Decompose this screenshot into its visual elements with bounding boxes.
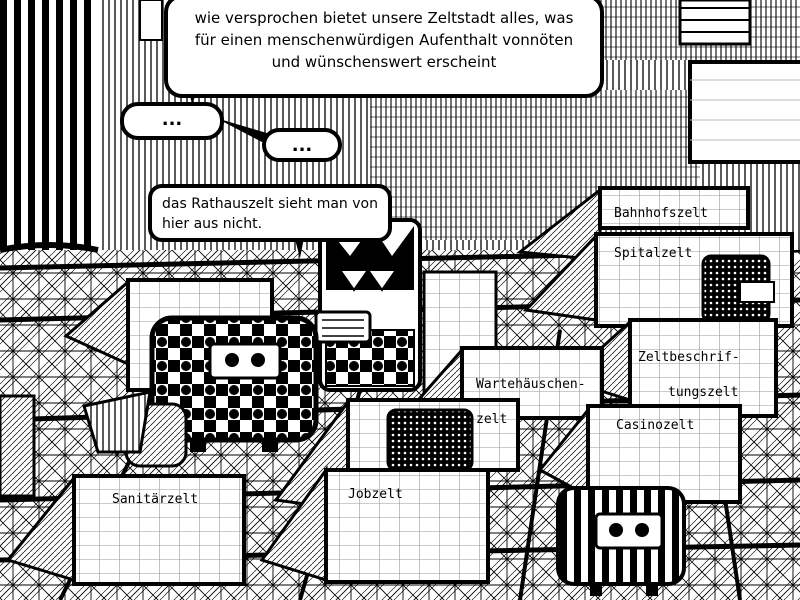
speech-main-line-1: wie versprochen bietet unsere Zeltstadt … [194,9,574,27]
sign-bahnhofszelt: Bahnhofszelt [614,206,708,221]
dots-text-left: ... [161,109,183,130]
speech-bubble-main: wie versprochen bietet unsere Zeltstadt … [164,0,604,98]
speech-bubble-dots-left: ... [120,102,224,140]
speech-small-line-2: hier aus nicht. [162,216,263,233]
sign-wartehaeuschenzelt: Wartehäuschen- zelt [476,358,586,446]
sign-sanitaerzelt: Sanitärzelt [112,492,199,507]
sign-wartehaeuschenzelt-line-2: zelt [476,411,508,427]
sign-jobzelt: Jobzelt [348,487,403,502]
speech-main-line-2: für einen menschenwürdigen Aufenthalt vo… [194,30,574,49]
sign-casinozelt: Casinozelt [616,418,695,433]
speech-main-line-3: und wünschenswert erscheint [271,52,497,71]
speech-bubble-small: das Rathauszelt sieht man von hier aus n… [148,184,392,242]
sign-zeltbeschriftungszelt-line-1: Zeltbeschrif- [638,349,740,365]
dots-text-right: ... [291,135,313,156]
sign-zeltbeschriftungszelt: Zeltbeschrif- tungszelt [638,331,740,419]
sign-spitalzelt: Spitalzelt [614,246,693,261]
speech-bubble-dots-right: ... [262,128,342,162]
speech-small-line-1: das Rathauszelt sieht man von [162,196,378,212]
sign-wartehaeuschenzelt-line-1: Wartehäuschen- [476,376,586,392]
sign-zeltbeschriftungszelt-line-2: tungszelt [668,384,739,400]
